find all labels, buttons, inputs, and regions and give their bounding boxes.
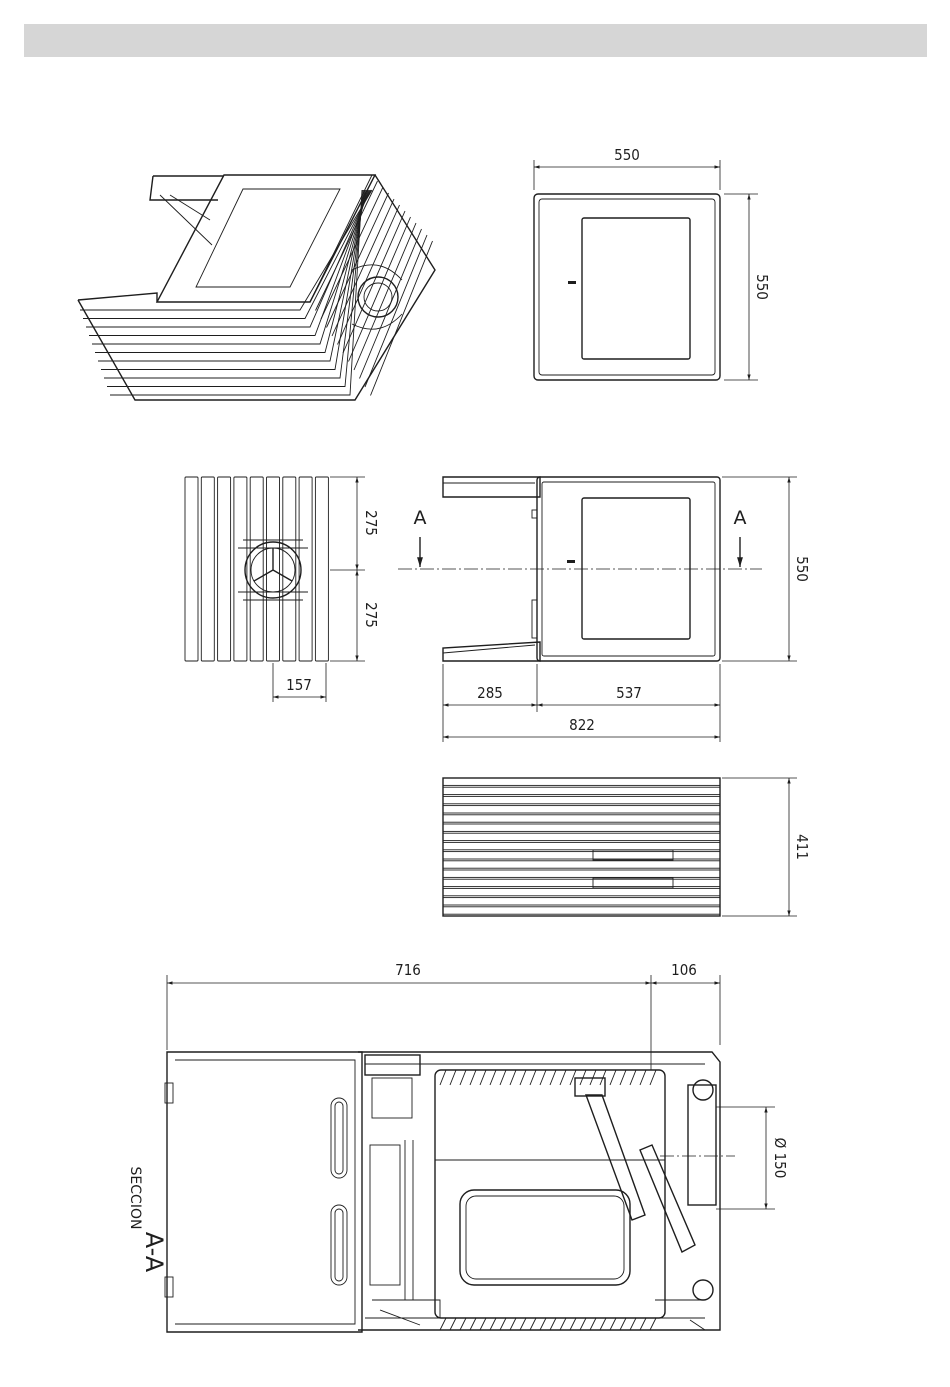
dim-section-main: 716 — [395, 961, 421, 979]
cut-label-left: A — [414, 507, 427, 529]
section-title-letters: A-A — [140, 1232, 168, 1273]
section-view — [165, 975, 775, 1332]
top-view — [534, 160, 758, 380]
dim-top-width: 550 — [614, 146, 640, 164]
dim-front-height: 550 — [793, 556, 811, 582]
dim-front-left: 285 — [477, 684, 503, 702]
dim-flue-diameter: Ø 150 — [771, 1138, 789, 1179]
dim-front-total: 822 — [569, 716, 595, 734]
side-view — [185, 477, 365, 702]
dim-rear-height: 411 — [793, 834, 811, 860]
cut-label-right: A — [734, 507, 747, 529]
section-title-word: SECCION — [127, 1167, 143, 1230]
rear-view — [443, 778, 797, 916]
dim-front-right: 537 — [616, 684, 642, 702]
isometric-view — [78, 175, 435, 400]
dim-side-lower: 275 — [362, 602, 380, 628]
dim-side-upper: 275 — [362, 510, 380, 536]
dim-section-back: 106 — [671, 961, 697, 979]
dim-side-offset: 157 — [286, 676, 312, 694]
dim-top-depth: 550 — [753, 274, 771, 300]
